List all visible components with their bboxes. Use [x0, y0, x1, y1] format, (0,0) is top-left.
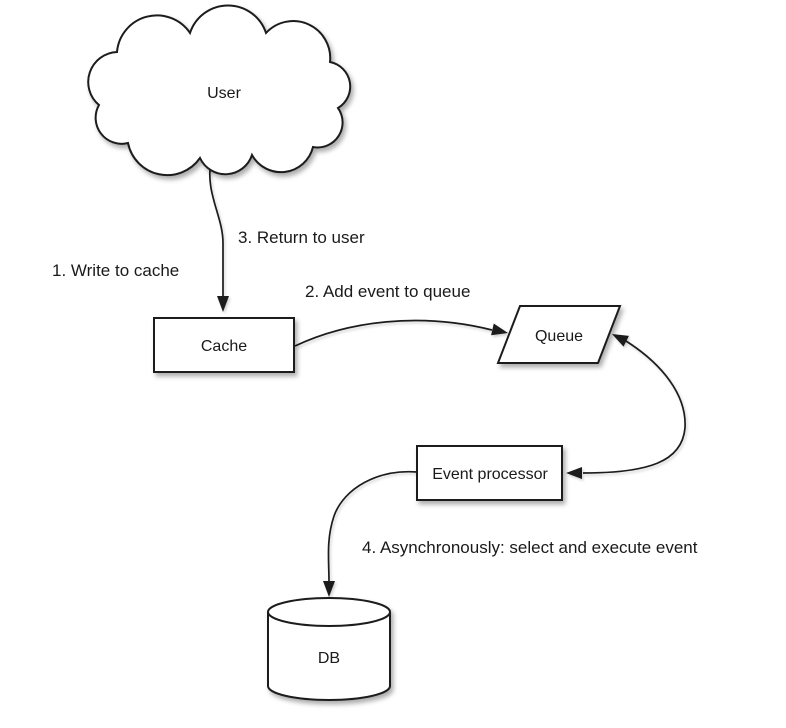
- edge-queue-event-processor: [566, 334, 686, 479]
- arrowhead-into-queue-left: [491, 323, 508, 336]
- label-step2-add-event-to-queue: 2. Add event to queue: [305, 282, 470, 301]
- arrowhead-into-queue-right: [612, 334, 629, 347]
- edge-user-to-cache-line: [209, 160, 224, 298]
- edge-cache-to-queue: [294, 319, 508, 347]
- user-cloud-shape: [87, 4, 352, 177]
- edge-cache-to-queue-line: [294, 319, 493, 347]
- queue-label: Queue: [535, 328, 583, 345]
- edge-user-to-cache: [209, 160, 229, 312]
- label-step1-write-to-cache: 1. Write to cache: [52, 261, 179, 280]
- cache-box: [153, 317, 295, 373]
- event-processor-box: [416, 445, 563, 501]
- edge-queue-event-processor-line: [582, 340, 686, 474]
- label-step3-return-to-user: 3. Return to user: [238, 228, 365, 247]
- db-label: DB: [318, 650, 340, 667]
- edge-event-processor-to-db: [323, 470, 418, 597]
- arrowhead-into-cache: [217, 296, 229, 312]
- arrowhead-into-db: [323, 581, 335, 597]
- cache-label: Cache: [201, 338, 247, 355]
- db-cylinder-body: [267, 612, 391, 701]
- db-cylinder-top: [267, 597, 391, 627]
- label-step4-asynchronously: 4. Asynchronously: select and execute ev…: [362, 538, 698, 557]
- node-user: User: [87, 4, 352, 177]
- event-processor-label: Event processor: [432, 466, 548, 483]
- node-queue: Queue: [496, 305, 622, 364]
- node-cache: Cache: [153, 317, 295, 373]
- node-event-processor: Event processor: [416, 445, 563, 501]
- user-label: User: [207, 85, 241, 102]
- edge-event-processor-to-db-line: [327, 470, 418, 583]
- node-db: DB: [267, 597, 391, 701]
- arrowhead-into-event-processor: [566, 467, 582, 479]
- queue-parallelogram: [496, 305, 622, 364]
